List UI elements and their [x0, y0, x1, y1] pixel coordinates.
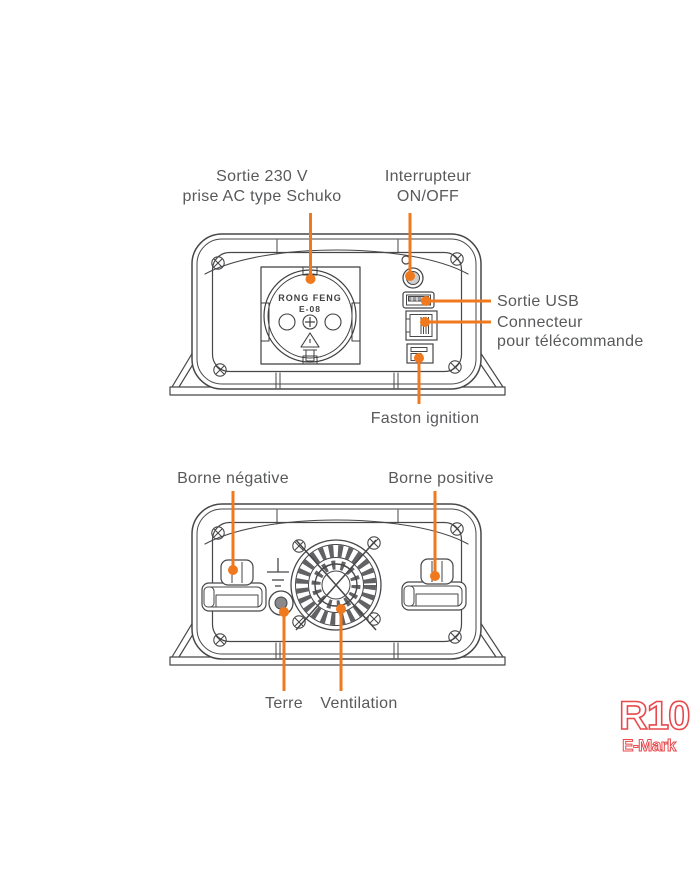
label-switch-line2: ON/OFF: [396, 188, 460, 205]
socket-model-text: E-08: [299, 304, 321, 314]
fan-icon: [290, 536, 382, 631]
label-ac-outlet-line1: Sortie 230 V: [216, 168, 308, 185]
label-positive-text: Borne positive: [388, 470, 494, 487]
label-faston-text: Faston ignition: [370, 410, 480, 427]
label-ventilation: Ventilation: [301, 694, 417, 714]
label-ground: Terre: [234, 694, 334, 714]
label-negative-text: Borne négative: [177, 470, 289, 487]
label-switch: Interrupteur ON/OFF: [356, 167, 500, 207]
label-remote: Connecteur pour télécommande: [497, 313, 644, 351]
badge-r10-text: R10: [618, 694, 691, 738]
label-ac-outlet: Sortie 230 V prise AC type Schuko: [150, 167, 374, 207]
label-usb: Sortie USB: [497, 292, 579, 312]
e-mark-badge: R10 E-Mark: [618, 694, 691, 755]
label-faston: Faston ignition: [353, 409, 497, 429]
label-ground-text: Terre: [265, 695, 303, 712]
label-positive-terminal: Borne positive: [369, 469, 513, 489]
label-remote-line1: Connecteur: [497, 314, 583, 331]
label-ac-outlet-line2: prise AC type Schuko: [182, 188, 342, 205]
label-usb-text: Sortie USB: [497, 293, 580, 310]
label-ventilation-text: Ventilation: [320, 695, 398, 712]
label-switch-line1: Interrupteur: [384, 168, 472, 185]
back-device-drawing: [170, 504, 505, 665]
front-device-drawing: RONG FENG E-08: [170, 234, 505, 395]
leader-lines: [228, 213, 491, 691]
ground-symbol-icon: [267, 558, 289, 587]
badge-emark-text: E-Mark: [622, 736, 677, 755]
socket-brand-text: RONG FENG: [278, 293, 342, 303]
label-negative-terminal: Borne négative: [161, 469, 305, 489]
label-remote-line2: pour télécommande: [497, 333, 644, 350]
